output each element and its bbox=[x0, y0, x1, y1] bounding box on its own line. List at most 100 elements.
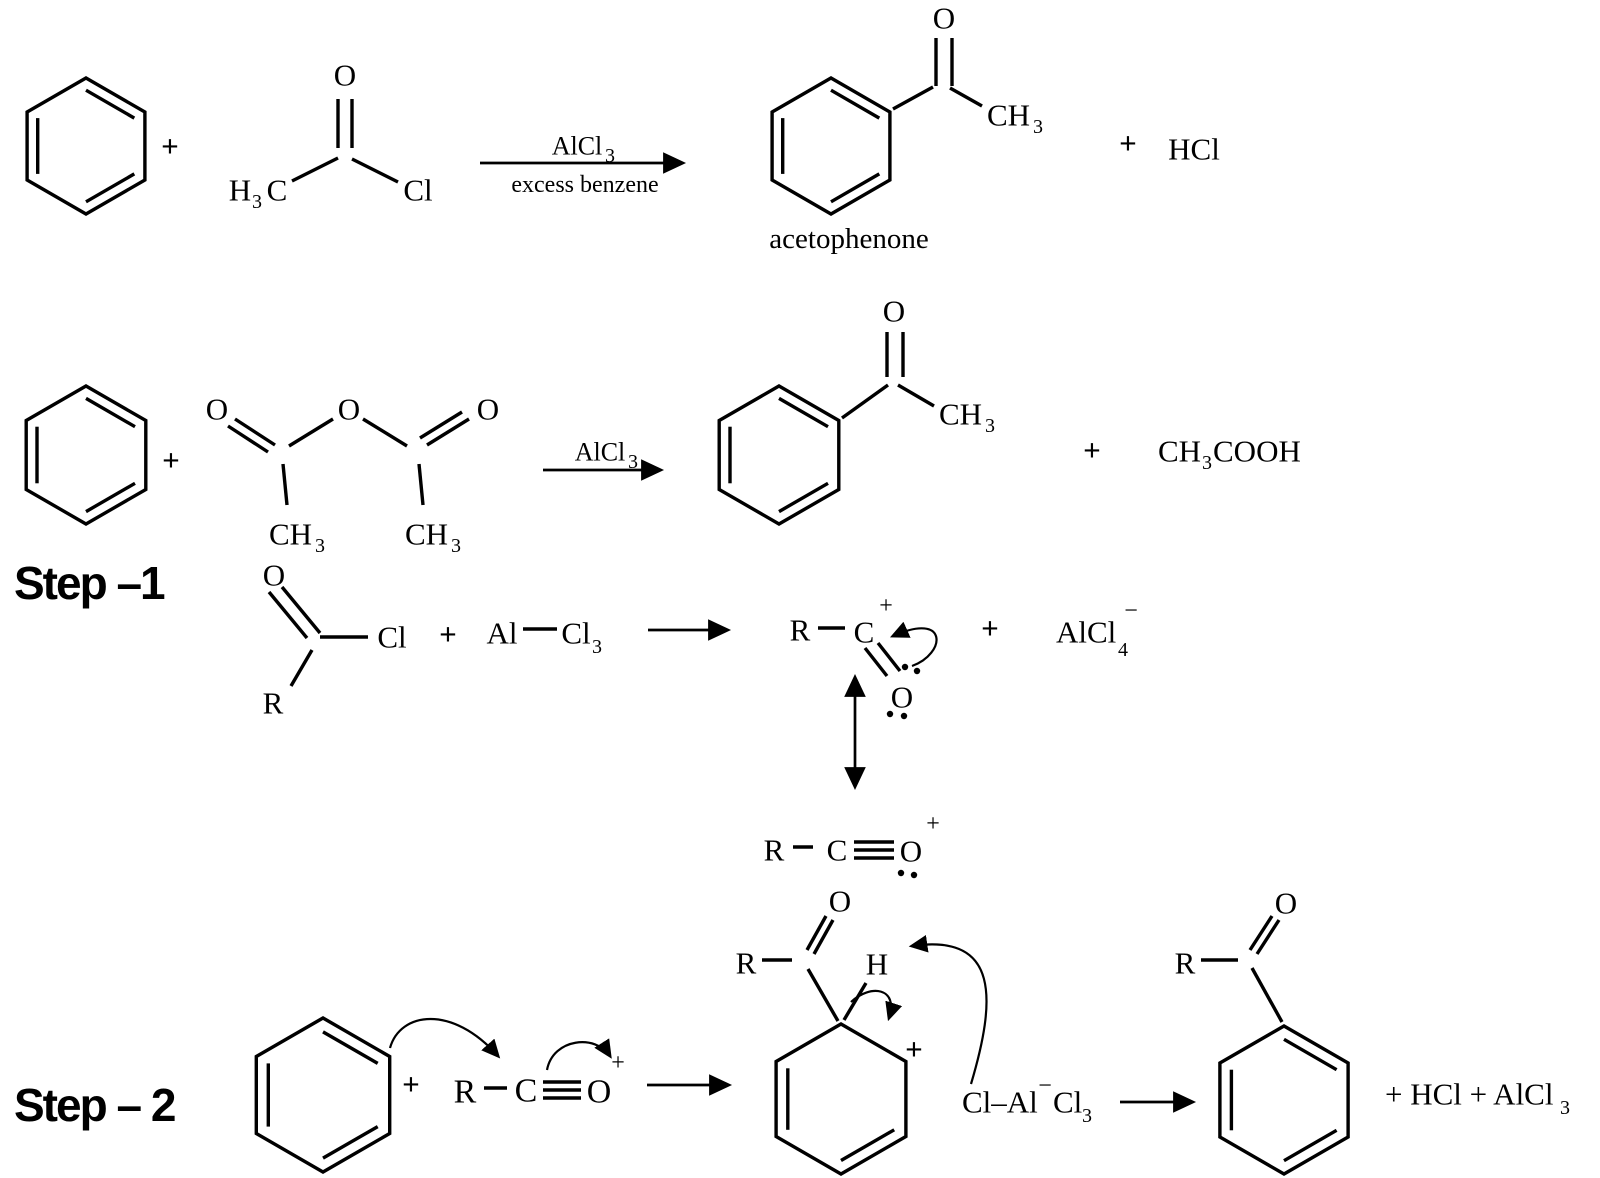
double-bond bbox=[863, 646, 889, 678]
acylium-resonance-form: R C O + bbox=[764, 811, 940, 879]
step2-label: Step – 2 bbox=[14, 1079, 175, 1131]
benzene-ring bbox=[1218, 1024, 1350, 1176]
reaction-1: + H 3 C O Cl AlCl 3 excess benzene bbox=[25, 1, 1220, 255]
double-bond bbox=[322, 1125, 379, 1160]
lone-pair-dot bbox=[913, 667, 921, 675]
double-bond bbox=[85, 172, 136, 204]
double-bond bbox=[778, 396, 829, 429]
lone-pair-dot bbox=[897, 869, 905, 877]
bond bbox=[892, 85, 934, 111]
plus-charge: + bbox=[611, 1050, 625, 1076]
atom-Al: Al bbox=[487, 616, 518, 651]
plus-charge: + bbox=[879, 593, 893, 619]
subscript: 3 bbox=[252, 191, 262, 213]
benzene-ring bbox=[254, 1016, 392, 1174]
double-bond bbox=[876, 641, 902, 673]
plus-sign: + bbox=[1119, 126, 1137, 161]
reaction-arrow-1: AlCl 3 excess benzene bbox=[480, 132, 687, 198]
plus-sign: + bbox=[162, 443, 180, 478]
subscript: 3 bbox=[451, 535, 461, 557]
alcl4-anion-step2: Cl–Al − Cl 3 bbox=[962, 1073, 1092, 1127]
subscript: 3 bbox=[1560, 1097, 1570, 1119]
atom-R: R bbox=[764, 833, 785, 868]
atom-C: C bbox=[827, 833, 848, 868]
bond bbox=[351, 157, 399, 184]
lone-pair-dot bbox=[900, 712, 908, 720]
atom-Cl: Cl bbox=[377, 620, 406, 655]
double-bond bbox=[1255, 919, 1281, 955]
formula-alcl: AlCl bbox=[1056, 615, 1116, 650]
atom-C: C bbox=[854, 615, 875, 650]
formula-cooh: COOH bbox=[1213, 434, 1301, 469]
subscript: 3 bbox=[985, 415, 995, 437]
benzene-ring bbox=[24, 384, 148, 526]
bond bbox=[842, 982, 868, 1021]
double-bond bbox=[812, 919, 835, 955]
atom-O: O bbox=[883, 294, 905, 329]
double-bond bbox=[227, 424, 269, 454]
atom-O: O bbox=[1275, 886, 1297, 921]
acetic-anhydride: O O O CH 3 CH 3 bbox=[206, 392, 499, 558]
double-bond bbox=[426, 417, 470, 447]
subscript: 3 bbox=[1202, 452, 1212, 474]
lone-pair-dot bbox=[910, 871, 918, 879]
double-bond bbox=[840, 1128, 896, 1162]
bond bbox=[897, 383, 935, 408]
bond bbox=[291, 156, 339, 183]
step1-label: Step –1 bbox=[14, 557, 165, 609]
condition-above-sub: 3 bbox=[605, 145, 615, 167]
plus-sign: + bbox=[161, 129, 179, 164]
subscript: 3 bbox=[1033, 116, 1043, 138]
atom-Cl: Cl bbox=[403, 173, 432, 208]
benzene-ring bbox=[770, 76, 892, 216]
methyl-label: CH bbox=[987, 98, 1030, 133]
bond bbox=[289, 649, 314, 687]
bond bbox=[362, 417, 408, 448]
molecule-caption: acetophenone bbox=[769, 223, 928, 255]
atom-H: H bbox=[866, 947, 888, 982]
cyclohexadienyl-ring bbox=[774, 1022, 908, 1176]
alcl3-molecule: Al Cl 3 bbox=[487, 616, 603, 659]
double-bond bbox=[280, 585, 322, 635]
bond bbox=[806, 968, 840, 1022]
acylbenzene-product: R O bbox=[1175, 886, 1350, 1176]
plus-charge: + bbox=[926, 811, 940, 837]
hcl-label: HCl bbox=[1168, 132, 1220, 167]
atom-R: R bbox=[1175, 946, 1196, 981]
plus-sign: + bbox=[439, 617, 457, 652]
bond bbox=[841, 383, 889, 420]
condition-below: excess benzene bbox=[511, 172, 658, 198]
benzene-ring bbox=[717, 384, 841, 526]
double-bond bbox=[322, 1030, 379, 1065]
lone-pair-dot bbox=[901, 663, 909, 671]
acylium-step2: R C O + bbox=[454, 1038, 625, 1111]
atom-Cl: Cl bbox=[561, 616, 590, 651]
double-bond bbox=[830, 172, 881, 204]
reaction-2: + O O O CH 3 CH 3 AlCl 3 bbox=[24, 294, 1301, 558]
atom-O: O bbox=[900, 834, 922, 869]
subscript: 4 bbox=[1118, 639, 1128, 661]
formula-cl-al: Cl–Al bbox=[962, 1085, 1038, 1120]
atom-O: O bbox=[933, 1, 955, 36]
plus-sign: + bbox=[1083, 433, 1101, 468]
benzene-row1 bbox=[25, 76, 147, 216]
atom-O: O bbox=[338, 392, 360, 427]
atom-O: O bbox=[587, 1074, 612, 1111]
deprotonation-arrow bbox=[908, 935, 988, 1085]
step2: Step – 2 + R C O + R bbox=[14, 884, 1570, 1176]
benzene-row2 bbox=[24, 384, 148, 526]
double-bond bbox=[85, 88, 136, 120]
plus-charge: + bbox=[905, 1032, 923, 1067]
double-bond bbox=[1248, 915, 1274, 951]
bond bbox=[281, 463, 289, 506]
bond bbox=[949, 86, 983, 108]
double-bond bbox=[1283, 1128, 1338, 1163]
acylium-ion: R C + O bbox=[790, 593, 938, 720]
minus-charge: − bbox=[1124, 598, 1138, 624]
bond bbox=[1250, 967, 1284, 1023]
acetyl-chloride: H 3 C O Cl bbox=[229, 58, 433, 214]
atom-Cl: Cl bbox=[1053, 1085, 1082, 1120]
minus-charge: − bbox=[1038, 1073, 1052, 1099]
atom-O: O bbox=[891, 680, 913, 715]
